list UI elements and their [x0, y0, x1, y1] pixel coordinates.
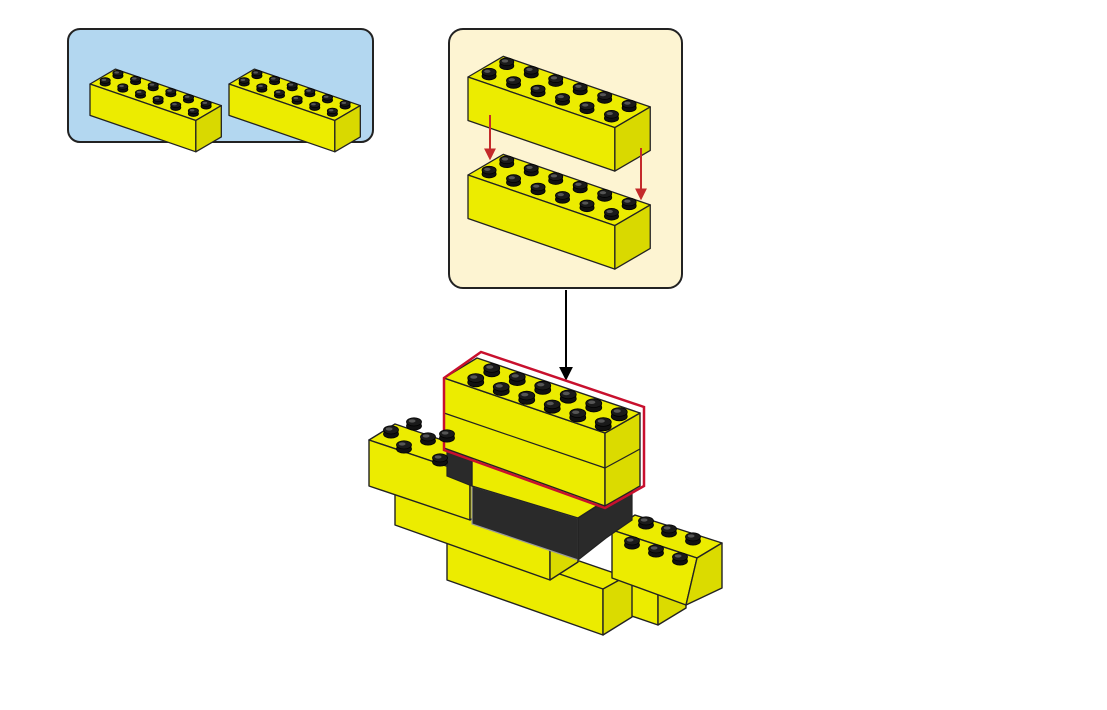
brick-stud: [384, 426, 399, 438]
brick-stud: [524, 66, 538, 78]
brick-stud: [506, 175, 520, 187]
brick-stud: [649, 545, 664, 557]
brick-stud: [519, 391, 535, 404]
brick-stud: [524, 164, 538, 176]
brick-stud: [509, 372, 525, 385]
brick-stud: [421, 433, 436, 445]
brick-stud: [166, 88, 176, 96]
brick-stud: [531, 85, 545, 97]
brick-stud: [188, 108, 198, 116]
brick-stud: [397, 441, 412, 453]
brick-stud: [604, 110, 618, 122]
brick-stud: [506, 77, 520, 89]
parts-panel: [68, 29, 373, 152]
brick-stud: [269, 76, 279, 84]
brick-stud: [598, 92, 612, 104]
brick-stud: [468, 374, 484, 387]
brick-stud: [407, 418, 422, 430]
brick-stud: [555, 94, 569, 106]
model-assembly: [369, 352, 722, 635]
brick-stud: [239, 78, 249, 86]
brick-stud: [586, 399, 602, 412]
brick-stud: [310, 102, 320, 110]
brick-stud: [340, 101, 350, 109]
brick-stud: [500, 156, 514, 168]
brick-stud: [252, 70, 262, 78]
brick-stud: [580, 102, 594, 114]
brick-stud: [549, 75, 563, 87]
brick-stud: [274, 90, 284, 98]
brick-stud: [171, 102, 181, 110]
brick-stud: [544, 400, 560, 413]
brick-stud: [662, 525, 677, 537]
brick-stud: [322, 95, 332, 103]
brick-stud: [292, 96, 302, 104]
brick-stud: [604, 208, 618, 220]
brick-stud: [535, 381, 551, 394]
brick-stud: [100, 78, 110, 86]
brick-stud: [484, 364, 500, 377]
brick-stud: [183, 95, 193, 103]
brick-stud: [639, 517, 654, 529]
subassembly-panel: [449, 29, 682, 288]
brick-stud: [433, 454, 448, 466]
brick-stud: [686, 533, 701, 545]
brick-stud: [257, 84, 267, 92]
brick-stud: [673, 553, 688, 565]
brick-stud: [305, 88, 315, 96]
brick-stud: [287, 82, 297, 90]
brick-stud: [625, 537, 640, 549]
brick-stud: [500, 58, 514, 70]
brick-stud: [549, 173, 563, 185]
brick-stud: [573, 181, 587, 193]
brick-stud: [555, 192, 569, 204]
brick-stud: [598, 190, 612, 202]
brick-stud: [201, 101, 211, 109]
brick-stud: [493, 382, 509, 395]
brick-stud: [327, 108, 337, 116]
brick-stud: [560, 390, 576, 403]
brick-stud: [531, 183, 545, 195]
brick-stud: [113, 70, 123, 78]
brick-stud: [622, 100, 636, 112]
brick-stud: [595, 418, 611, 431]
brick-stud: [482, 166, 496, 178]
brick-stud: [440, 430, 455, 442]
brick-stud: [148, 82, 158, 90]
brick-stud: [482, 68, 496, 80]
brick-stud: [573, 83, 587, 95]
brick-stud: [611, 408, 627, 421]
brick-stud: [153, 96, 163, 104]
brick-stud: [570, 409, 586, 422]
brick-stud: [135, 90, 145, 98]
brick-stud: [622, 198, 636, 210]
brick-stud: [118, 84, 128, 92]
brick-stud: [130, 76, 140, 84]
brick-stud: [580, 200, 594, 212]
